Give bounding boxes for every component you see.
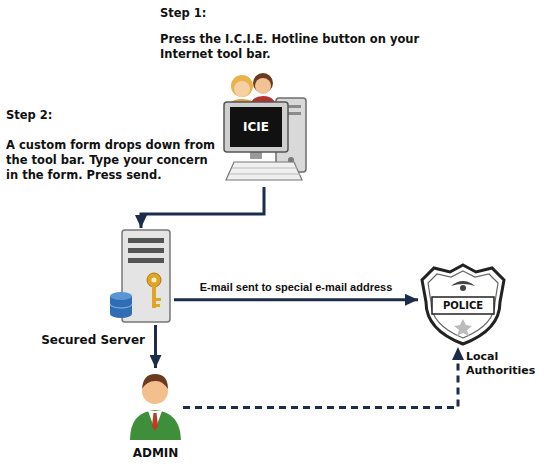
node-caption: Local Authorities (466, 350, 546, 378)
flow-arrow (174, 298, 418, 301)
step-instruction: Press the I.C.I.E. Hotline button on you… (160, 32, 460, 62)
step-heading: Step 2: (6, 108, 216, 123)
screen-text: ICIE (230, 107, 282, 147)
flow-arrow (141, 187, 264, 228)
server-icon: Secured Server (108, 228, 174, 325)
admin-person-drawing (128, 368, 183, 440)
badge-text: POLICE (432, 297, 494, 314)
computer-icon: ICIE (218, 72, 310, 187)
flow-arrow (154, 325, 157, 368)
dashed-arrow (183, 347, 458, 408)
node-caption: ADMIN (133, 446, 179, 461)
police-badge: POLICELocal Authorities (418, 262, 508, 347)
admin-person: ADMIN (128, 368, 183, 440)
step-heading: Step 1: (160, 6, 460, 21)
server-icon-drawing (108, 228, 174, 325)
edge-label: E-mail sent to special e-mail address (198, 281, 395, 294)
node-caption: Secured Server (41, 333, 145, 348)
step-instruction: A custom form drops down from the tool b… (6, 138, 216, 183)
